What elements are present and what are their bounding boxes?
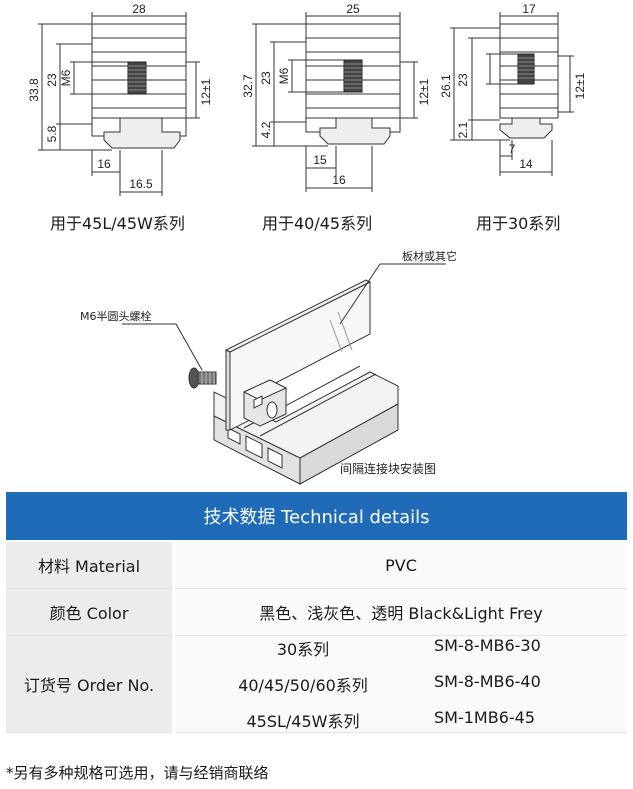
order-code: SM-1MB6-45 [434, 708, 536, 727]
install-caption: 间隔连接块安装图 [340, 462, 437, 476]
dim-30-width: 17 [522, 2, 536, 16]
dim-45-width: 28 [132, 2, 146, 16]
drawing-30-series [450, 12, 574, 176]
caption-45-series: 用于45L/45W系列 [50, 214, 185, 233]
dim-45-bottom2: 16.5 [129, 177, 153, 191]
callout-panel: 板材或其它 [402, 250, 457, 263]
dim-45-height: 33.8 [27, 78, 41, 102]
tech-details-header: 技术数据 Technical details [6, 492, 627, 540]
dim-30-tol: 12±1 [573, 72, 587, 99]
dim-40-bottom1: 15 [313, 153, 327, 167]
dim-30-low: 2.1 [456, 121, 470, 138]
dim-40-thread: M6 [277, 67, 291, 84]
drawing-40-45-series [252, 12, 418, 192]
material-label: 材料 Material [6, 542, 175, 589]
caption-30-series: 用于30系列 [476, 214, 561, 233]
order-list: 30系列 SM-8-MB6-30 40/45/50/60系列 SM-8-MB6-… [173, 635, 627, 733]
caption-40-45-series: 用于40/45系列 [262, 214, 373, 233]
dim-30-bottom2: 14 [519, 157, 533, 171]
dim-40-height: 32.7 [241, 74, 255, 98]
order-series: 40/45/50/60系列 [238, 676, 368, 695]
dim-40-width: 25 [346, 2, 360, 16]
dim-45-tol: 12±1 [199, 78, 213, 105]
order-label: 订货号 Order No. [6, 635, 175, 733]
table-row-order: 订货号 Order No. 30系列 SM-8-MB6-30 40/45/50/… [6, 635, 627, 733]
dim-40-low: 4.2 [259, 121, 273, 138]
dim-40-tol: 12±1 [417, 78, 431, 105]
drawing-45-series [38, 12, 200, 196]
dim-30-bolt: 23 [456, 73, 470, 87]
color-value: 黑色、浅灰色、透明 Black&Light Frey [173, 588, 627, 636]
order-series: 30系列 [276, 640, 330, 659]
installation-diagram [122, 263, 446, 485]
dim-45-low: 5.8 [45, 125, 59, 142]
order-code: SM-8-MB6-30 [434, 636, 541, 655]
dim-45-thread: M6 [59, 69, 73, 86]
tech-details-title: 技术数据 Technical details [203, 507, 430, 528]
material-value: PVC [173, 542, 627, 589]
footnote: *另有多种规格可选用，请与经销商联络 [6, 764, 269, 782]
dim-40-bolt: 23 [259, 71, 273, 85]
dim-30-height: 26.1 [439, 74, 453, 98]
table-row-material: 材料 Material PVC [6, 542, 627, 589]
table-row-color: 颜色 Color 黑色、浅灰色、透明 Black&Light Frey [6, 588, 627, 636]
color-label: 颜色 Color [6, 588, 175, 636]
dim-40-bottom2: 16 [332, 173, 346, 187]
tech-details-table: 材料 Material PVC 颜色 Color 黑色、浅灰色、透明 Black… [6, 542, 627, 733]
order-series: 45SL/45W系列 [246, 712, 360, 731]
dim-45-bottom1: 16 [97, 157, 111, 171]
callout-bolt: M6半圆头螺栓 [80, 310, 152, 323]
technical-drawings: 28 33.8 23 M6 12±1 5.8 16 16.5 25 32.7 2… [27, 2, 587, 485]
dim-45-bolt: 23 [45, 73, 59, 87]
dim-30-bottom1: 7 [509, 142, 516, 156]
order-code: SM-8-MB6-40 [434, 672, 541, 691]
